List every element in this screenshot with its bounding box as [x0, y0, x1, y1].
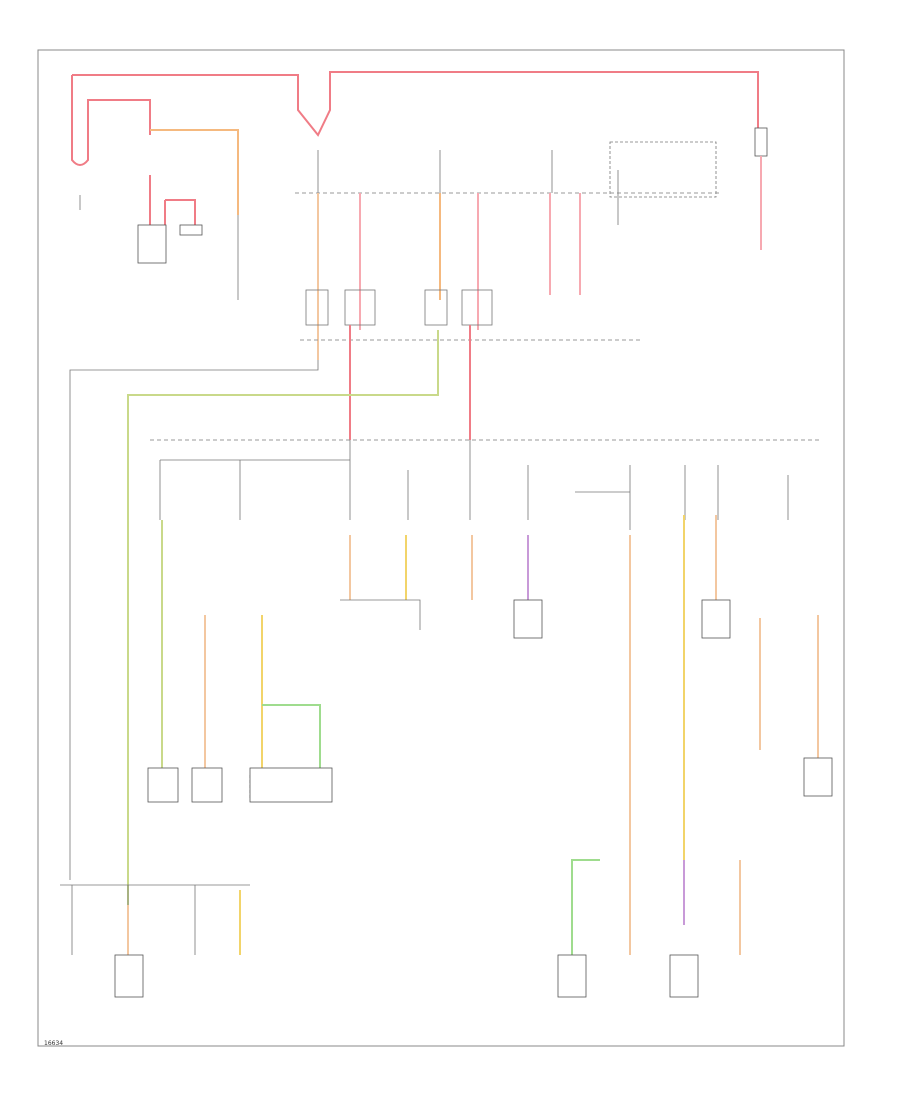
far-right-lamp	[803, 757, 833, 797]
lighting-module	[249, 767, 333, 803]
olive-feed-wire	[127, 330, 439, 960]
green-lower-feed	[571, 859, 600, 955]
right-headlamp-module	[701, 599, 731, 639]
components	[114, 599, 833, 998]
generator-terminal	[179, 224, 203, 236]
fuse-drops-upper	[317, 150, 619, 225]
module-junction	[340, 599, 421, 630]
starter-loop-wire	[164, 199, 196, 225]
green-lamp-feed	[262, 704, 321, 770]
lower-fuse-drops	[159, 440, 789, 530]
battery-feed-wire	[72, 71, 759, 137]
fuse-bus-lower	[150, 439, 820, 530]
bottom-left-bus	[60, 884, 250, 955]
relay-1-switch	[344, 289, 376, 326]
ground-return-wire	[69, 360, 319, 880]
bottom-module-a	[114, 954, 144, 998]
battery-feed-section	[71, 71, 768, 300]
relay-row	[69, 289, 640, 960]
starter-motor	[137, 224, 167, 264]
battery-junction-fuse	[754, 127, 768, 157]
relay-2-switch	[461, 289, 493, 326]
turn-lamp-right	[669, 954, 699, 998]
headlamp-2	[191, 767, 223, 803]
left-headlamp	[147, 767, 179, 803]
lower-circuits	[60, 515, 819, 955]
battery-loop-wire	[71, 75, 151, 166]
generator-wire	[150, 129, 239, 215]
fuse-bus-upper	[295, 150, 720, 360]
diagram-code: 16634	[44, 1040, 64, 1047]
relay-1-coil	[305, 289, 329, 326]
transmission-module	[513, 599, 543, 639]
relay-2-coil	[424, 289, 448, 326]
diagram-frame	[37, 49, 845, 1047]
junction-box-callout	[609, 141, 717, 198]
turn-lamp-left	[557, 954, 587, 998]
